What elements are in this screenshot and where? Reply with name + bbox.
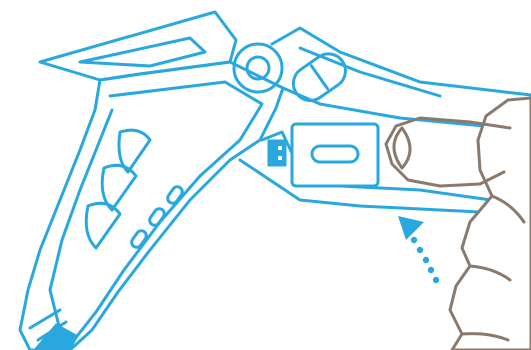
finger-1 — [490, 194, 526, 224]
thumb — [384, 116, 512, 188]
handle-slots — [130, 185, 184, 249]
handle-outer-edge — [48, 108, 114, 332]
lower-arm-lower-edge — [238, 158, 522, 216]
arrow-head — [398, 216, 424, 240]
finger-2 — [468, 264, 512, 282]
pivot-outer — [232, 42, 284, 94]
pivot-inner — [245, 55, 271, 81]
release-button — [290, 122, 380, 188]
latch-dot-bottom — [278, 156, 282, 160]
hand — [384, 96, 531, 350]
handle-body — [18, 60, 285, 350]
adjust-knob — [291, 52, 347, 102]
latch-dot-top — [278, 146, 282, 150]
upper-jaw-inner — [78, 36, 207, 68]
release-button-slot — [310, 144, 360, 164]
thumbnail — [392, 126, 412, 170]
grip-ridges — [84, 128, 152, 250]
handle-tip-lines — [28, 308, 68, 342]
handle-inner-edge — [72, 80, 264, 342]
upper-jaw — [38, 10, 238, 82]
hand-palm — [448, 96, 531, 350]
upper-arm — [270, 26, 531, 97]
direction-arrow — [398, 216, 440, 284]
arrow-dots — [410, 236, 440, 284]
upper-arm-lower-edge — [281, 86, 507, 130]
latch-block — [267, 139, 287, 167]
wrench-tool — [18, 10, 531, 350]
finger-3 — [460, 332, 510, 342]
